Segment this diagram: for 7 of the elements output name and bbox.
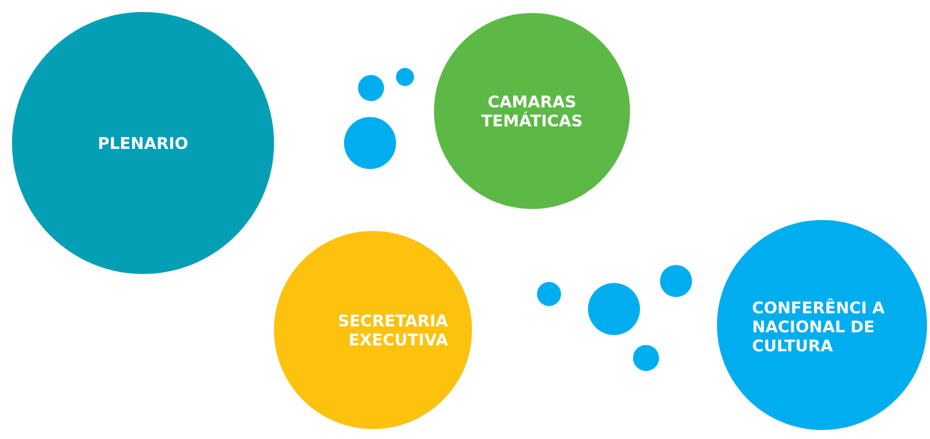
dot (660, 265, 692, 297)
dot (396, 68, 414, 86)
dot (633, 345, 659, 371)
dot (537, 282, 561, 306)
dot (358, 75, 384, 101)
dot (588, 283, 640, 335)
dot (344, 117, 396, 169)
